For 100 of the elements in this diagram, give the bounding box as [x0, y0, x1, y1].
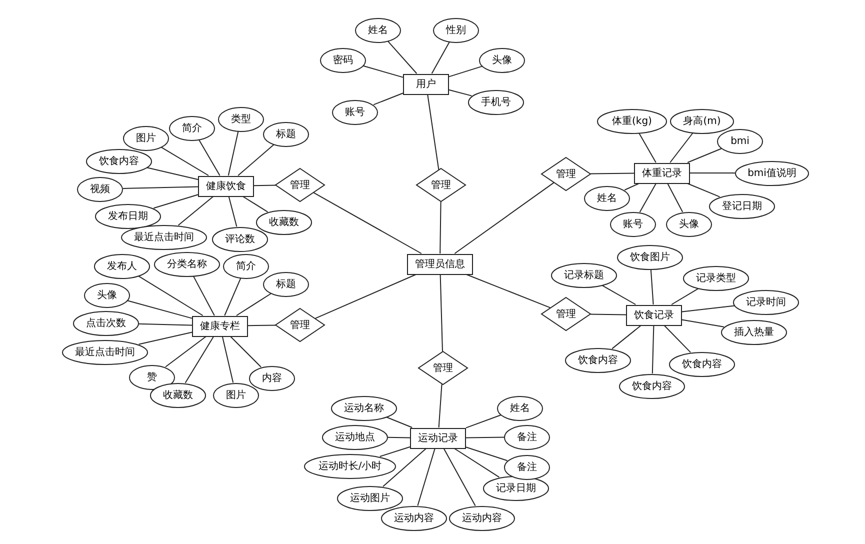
connector-line: [184, 336, 214, 384]
attribute-name: 运动名称: [344, 402, 384, 414]
relationship-diamond: [541, 297, 591, 331]
connector-line: [639, 183, 656, 213]
entity-name: 体重记录: [642, 168, 682, 178]
connector-line: [198, 139, 220, 176]
entity-name: 运动记录: [418, 432, 458, 444]
entity-name: 健康专栏: [200, 320, 240, 332]
attribute-ellipse: [617, 244, 683, 270]
connector-line: [228, 130, 239, 176]
attribute-name: 点击次数: [86, 318, 126, 328]
attribute-name: 密码: [333, 54, 353, 66]
connector-line: [440, 201, 442, 254]
connector-line: [664, 325, 691, 353]
connector-line: [373, 92, 404, 106]
connector-line: [590, 172, 634, 174]
attribute-ellipse: [479, 48, 525, 72]
attribute-name: bmi: [730, 136, 750, 146]
attribute-ellipse: [468, 90, 524, 114]
attribute-name: 收藏数: [163, 390, 193, 400]
attribute-ellipse: [86, 148, 152, 174]
connector-line: [624, 183, 640, 190]
attribute-name: 记录日期: [496, 482, 536, 494]
connector-line: [138, 276, 204, 316]
attribute-ellipse: [721, 320, 787, 344]
attribute-name: 姓名: [597, 192, 617, 204]
connector-line: [146, 167, 198, 180]
relationship-diamond: [418, 351, 468, 385]
attribute-name: 内容: [262, 372, 282, 384]
connector-line: [236, 293, 272, 316]
attribute-name: 饮食图片: [630, 252, 670, 262]
attribute-ellipse: [249, 366, 295, 390]
connector-line: [222, 336, 234, 384]
attribute-name: 运动内容: [462, 512, 502, 524]
attribute-ellipse: [73, 310, 139, 336]
attribute-ellipse: [735, 160, 809, 186]
attribute-name: 头像: [492, 54, 512, 66]
attribute-ellipse: [94, 254, 150, 278]
attribute-name: 插入热量: [734, 326, 774, 338]
connector-line: [228, 196, 238, 228]
connector-line: [242, 196, 268, 212]
attribute-name: 发布人: [107, 260, 137, 272]
attribute-ellipse: [263, 272, 309, 296]
connector-line: [438, 384, 442, 428]
attribute-name: 性别: [446, 24, 466, 36]
connector-line: [682, 305, 735, 312]
attribute-name: 视频: [90, 184, 110, 194]
attribute-ellipse: [449, 506, 515, 530]
connector-line: [590, 314, 626, 316]
relationship-name: 管理: [431, 180, 451, 190]
attribute-ellipse: [504, 454, 550, 480]
attribute-name: 头像: [97, 290, 117, 300]
connector-line: [193, 276, 215, 316]
connector-line: [388, 436, 410, 438]
connector-line: [687, 148, 722, 163]
attribute-ellipse: [337, 486, 403, 510]
connector-line: [638, 132, 656, 163]
relationship-diamond: [541, 157, 591, 191]
entity-box: [407, 254, 473, 274]
attribute-ellipse: [717, 128, 763, 154]
connector-line: [650, 269, 654, 305]
connector-line: [386, 416, 413, 428]
entity-name: 用户: [416, 78, 436, 90]
attribute-ellipse: [322, 424, 388, 450]
connector-line: [417, 448, 436, 506]
connector-line: [687, 183, 720, 198]
attribute-name: 饮食内容: [578, 354, 618, 366]
attribute-name: 饮食内容: [632, 380, 672, 392]
attribute-ellipse: [213, 382, 259, 408]
attribute-ellipse: [95, 204, 161, 228]
attribute-name: 运动地点: [335, 432, 375, 442]
attribute-ellipse: [84, 282, 130, 308]
connector-line: [388, 40, 418, 74]
attribute-ellipse: [121, 224, 207, 250]
attribute-name: bmi值说明: [748, 168, 796, 178]
attribute-name: 赞: [147, 372, 157, 382]
attribute-ellipse: [584, 186, 630, 210]
connector-line: [466, 446, 508, 462]
relationship-name: 管理: [290, 180, 310, 190]
connector-line: [160, 146, 209, 176]
connector-line: [178, 196, 214, 226]
attribute-ellipse: [669, 352, 735, 376]
attribute-ellipse: [332, 100, 378, 124]
attribute-name: 记录时间: [746, 296, 786, 308]
attribute-name: 标题: [276, 278, 296, 290]
attribute-name: 备注: [517, 432, 537, 442]
connector-line: [466, 414, 502, 428]
connector-line: [254, 184, 276, 186]
entity-box: [192, 316, 248, 336]
attribute-ellipse: [304, 454, 396, 478]
attribute-name: 运动图片: [350, 492, 390, 504]
attribute-ellipse: [733, 290, 799, 314]
connector-line: [443, 448, 476, 506]
relationship-name: 管理: [556, 308, 576, 320]
attribute-name: 简介: [236, 260, 256, 272]
connector-line: [612, 325, 642, 350]
attribute-name: 图片: [226, 390, 246, 400]
connector-line: [138, 332, 192, 345]
attribute-name: 备注: [517, 462, 537, 472]
entity-box: [626, 304, 682, 326]
